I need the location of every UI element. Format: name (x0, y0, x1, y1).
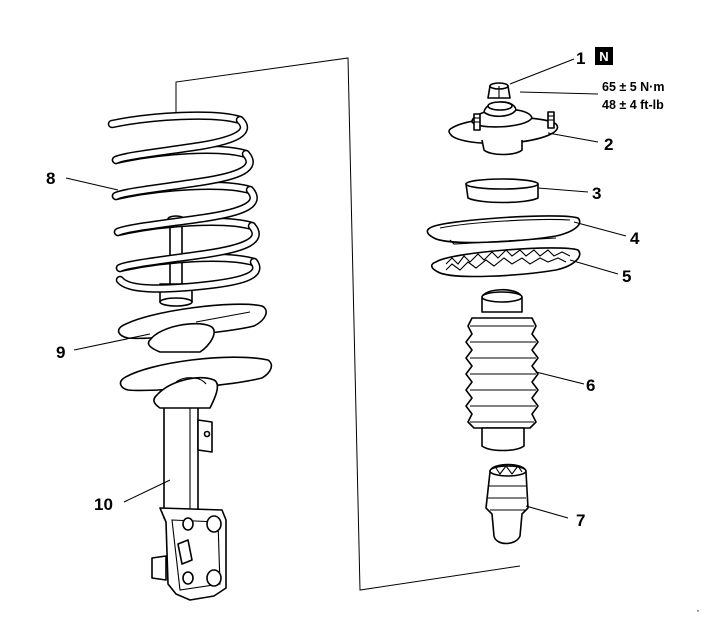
leader-3 (537, 187, 589, 193)
nut-badge: N (599, 49, 608, 64)
corner-mark: · (696, 603, 700, 617)
torque-metric: 65 ± 5 N·m (602, 80, 664, 94)
leader-7 (525, 505, 569, 519)
bump-stop (485, 463, 529, 545)
assembly-frame-line (175, 57, 521, 591)
spring-insulator (117, 303, 267, 340)
leader-6 (535, 371, 585, 385)
strut-assembly (107, 111, 273, 601)
callout-5: 5 (622, 267, 631, 286)
callout-2: 2 (604, 135, 613, 154)
callout-7: 7 (576, 511, 585, 530)
callout-4: 4 (630, 229, 640, 248)
leader-5 (569, 259, 619, 275)
strut-mount (448, 101, 559, 156)
callout-10: 10 (94, 495, 113, 514)
callout-8: 8 (46, 169, 55, 188)
dust-boot (465, 288, 539, 452)
nut-badge-box (595, 47, 613, 65)
lower-spring-seat (119, 356, 273, 392)
callout-6: 6 (586, 376, 595, 395)
leader-10 (123, 479, 171, 503)
strut-nut (487, 82, 511, 99)
leader-2 (547, 132, 599, 143)
leader-8 (65, 177, 119, 191)
leader-4 (573, 221, 627, 237)
leader-1 (509, 58, 575, 85)
callout-1: 1 (576, 49, 585, 68)
strut-bearing (465, 178, 539, 204)
upper-spring-seat (426, 215, 581, 245)
leader-9 (73, 333, 151, 351)
torque-imperial: 48 ± 4 ft-lb (602, 98, 664, 112)
callout-3: 3 (592, 184, 601, 203)
callout-9: 9 (56, 343, 65, 362)
leader-torque (519, 91, 599, 95)
piston-rod (169, 217, 183, 289)
strut-body-tube (163, 391, 199, 519)
upper-spring-insulator (430, 247, 581, 278)
coil-spring (111, 115, 261, 293)
